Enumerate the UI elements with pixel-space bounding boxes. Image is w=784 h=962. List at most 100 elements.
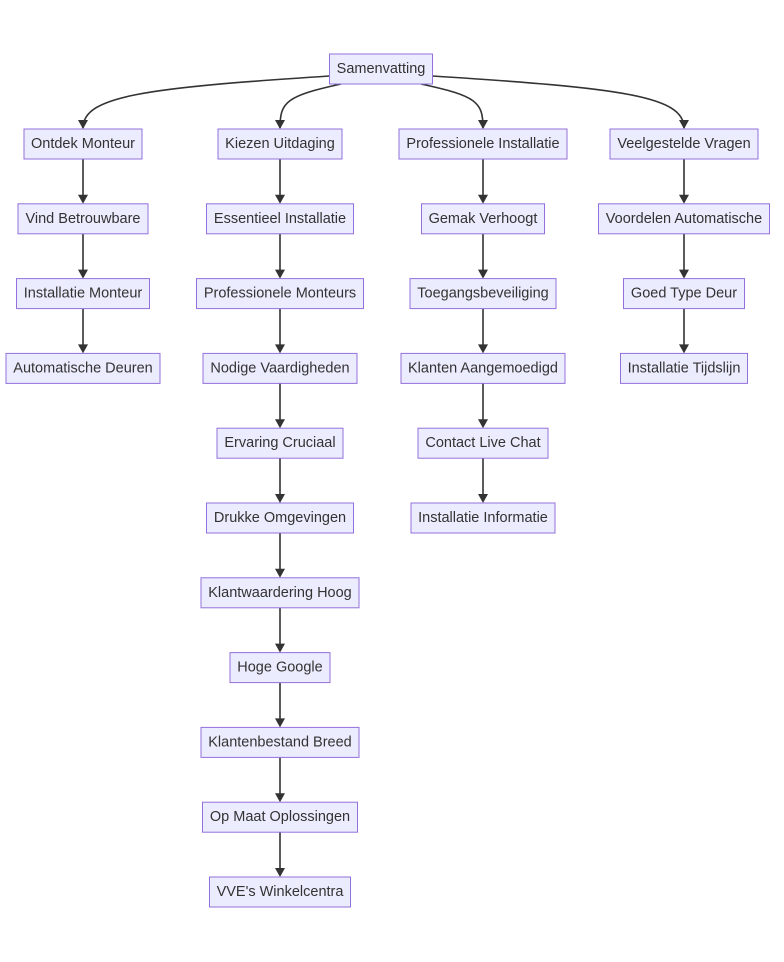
edge-ontdek-monteur-to-vind-betrouwbare-arrowhead <box>78 194 88 204</box>
node-label: Professionele Monteurs <box>204 286 356 302</box>
node-box <box>217 128 343 160</box>
node-box <box>400 352 566 384</box>
node-box <box>5 352 161 384</box>
edge-professionele-installatie-to-gemak-verhoogt-arrowhead <box>478 194 488 204</box>
edge-root-to-ontdek-monteur-arrowhead <box>78 120 88 129</box>
node-label: Op Maat Oplossingen <box>210 809 350 825</box>
node-label: Kiezen Uitdaging <box>225 136 335 152</box>
edge-nodige-vaardigheden-to-ervaring-cruciaal-arrowhead <box>275 419 285 429</box>
node-installatie-informatie: Installatie Informatie <box>410 502 556 534</box>
node-label: Klanten Aangemoedigd <box>408 360 558 376</box>
node-label: Installatie Tijdslijn <box>628 360 741 376</box>
node-toegangsbeveiliging: Toegangsbeveiliging <box>409 278 557 310</box>
node-label: Installatie Monteur <box>24 286 143 302</box>
node-vves-winkelcentra: VVE's Winkelcentra <box>209 876 351 908</box>
node-veelgestelde-vragen: Veelgestelde Vragen <box>609 128 759 160</box>
edge-voordelen-automatische-to-goed-type-deur-arrowhead <box>679 269 689 279</box>
node-box <box>598 203 770 235</box>
edge-root-to-ontdek-monteur <box>82 75 330 129</box>
node-label: Voordelen Automatische <box>606 211 762 227</box>
edge-kiezen-uitdaging-to-essentieel-installatie-arrowhead <box>275 194 285 204</box>
node-contact-live-chat: Contact Live Chat <box>417 427 549 459</box>
node-box <box>206 203 354 235</box>
edge-installatie-monteur-to-automatische-deuren-arrowhead <box>78 344 88 354</box>
node-box <box>620 352 748 384</box>
node-box <box>216 427 344 459</box>
node-klanten-aangemoedigd: Klanten Aangemoedigd <box>400 352 566 384</box>
node-label: Samenvatting <box>337 61 426 77</box>
node-label: VVE's Winkelcentra <box>217 884 345 900</box>
edge-root-to-professionele-installatie <box>420 83 484 129</box>
edge-essentieel-installatie-to-professionele-monteurs-arrowhead <box>275 269 285 279</box>
node-klantwaardering-hoog: Klantwaardering Hoog <box>200 577 360 609</box>
edge-root-to-veelgestelde-vragen <box>432 75 685 129</box>
node-drukke-omgevingen: Drukke Omgevingen <box>206 502 354 534</box>
node-goed-type-deur: Goed Type Deur <box>623 278 745 310</box>
node-label: Essentieel Installatie <box>214 211 346 227</box>
edge-klantwaardering-hoog-to-hoge-google-arrowhead <box>275 643 285 653</box>
node-box <box>17 203 149 235</box>
node-box <box>23 128 143 160</box>
node-box <box>417 427 549 459</box>
edge-professionele-monteurs-to-nodige-vaardigheden-arrowhead <box>275 344 285 354</box>
node-ontdek-monteur: Ontdek Monteur <box>23 128 143 160</box>
edge-root-to-veelgestelde-vragen-arrowhead <box>679 120 689 129</box>
node-samenvatting: Samenvatting <box>329 53 433 85</box>
edge-goed-type-deur-to-installatie-tijdslijn-arrowhead <box>679 344 689 354</box>
node-klantenbestand-breed: Klantenbestand Breed <box>200 726 360 758</box>
node-label: Ervaring Cruciaal <box>224 435 335 451</box>
node-box <box>421 203 545 235</box>
node-label: Goed Type Deur <box>631 286 737 302</box>
node-box <box>209 876 351 908</box>
node-professionele-installatie: Professionele Installatie <box>398 128 568 160</box>
node-box <box>200 726 360 758</box>
node-box <box>202 801 358 833</box>
node-vind-betrouwbare: Vind Betrouwbare <box>17 203 149 235</box>
node-box <box>206 502 354 534</box>
edge-ervaring-cruciaal-to-drukke-omgevingen-arrowhead <box>275 494 285 503</box>
node-box <box>202 352 358 384</box>
edge-contact-live-chat-to-installatie-informatie-arrowhead <box>478 494 488 503</box>
edge-veelgestelde-vragen-to-voordelen-automatische-arrowhead <box>679 194 689 204</box>
node-box <box>623 278 745 310</box>
node-professionele-monteurs: Professionele Monteurs <box>196 278 364 310</box>
edge-op-maat-oplossingen-to-vves-winkelcentra-arrowhead <box>275 868 285 877</box>
node-kiezen-uitdaging: Kiezen Uitdaging <box>217 128 343 160</box>
node-box <box>409 278 557 310</box>
node-label: Toegangsbeveiliging <box>417 286 548 302</box>
node-box <box>609 128 759 160</box>
node-voordelen-automatische: Voordelen Automatische <box>598 203 770 235</box>
node-label: Drukke Omgevingen <box>214 510 346 526</box>
node-label: Contact Live Chat <box>425 435 540 451</box>
edge-klanten-aangemoedigd-to-contact-live-chat-arrowhead <box>478 419 488 429</box>
edges-layer <box>78 75 689 877</box>
node-op-maat-oplossingen: Op Maat Oplossingen <box>202 801 358 833</box>
edge-root-to-professionele-installatie-arrowhead <box>478 120 488 129</box>
node-label: Veelgestelde Vragen <box>617 136 750 152</box>
node-box <box>16 278 150 310</box>
edge-drukke-omgevingen-to-klantwaardering-hoog-arrowhead <box>275 568 285 578</box>
node-box <box>410 502 556 534</box>
node-gemak-verhoogt: Gemak Verhoogt <box>421 203 545 235</box>
node-label: Klantwaardering Hoog <box>208 585 351 601</box>
node-label: Ontdek Monteur <box>31 136 135 152</box>
edge-toegangsbeveiliging-to-klanten-aangemoedigd-arrowhead <box>478 344 488 354</box>
node-ervaring-cruciaal: Ervaring Cruciaal <box>216 427 344 459</box>
edge-vind-betrouwbare-to-installatie-monteur-arrowhead <box>78 269 88 279</box>
node-label: Automatische Deuren <box>13 360 152 376</box>
node-label: Hoge Google <box>237 660 322 676</box>
edge-root-to-kiezen-uitdaging <box>279 83 342 129</box>
node-hoge-google: Hoge Google <box>229 652 331 684</box>
edge-klantenbestand-breed-to-op-maat-oplossingen-arrowhead <box>275 793 285 803</box>
node-box <box>329 53 433 85</box>
node-box <box>196 278 364 310</box>
node-installatie-monteur: Installatie Monteur <box>16 278 150 310</box>
edge-root-to-kiezen-uitdaging-arrowhead <box>275 120 285 129</box>
node-essentieel-installatie: Essentieel Installatie <box>206 203 354 235</box>
node-label: Installatie Informatie <box>418 510 548 526</box>
node-automatische-deuren: Automatische Deuren <box>5 352 161 384</box>
node-box <box>229 652 331 684</box>
node-label: Nodige Vaardigheden <box>210 360 349 376</box>
edge-hoge-google-to-klantenbestand-breed-arrowhead <box>275 718 285 728</box>
